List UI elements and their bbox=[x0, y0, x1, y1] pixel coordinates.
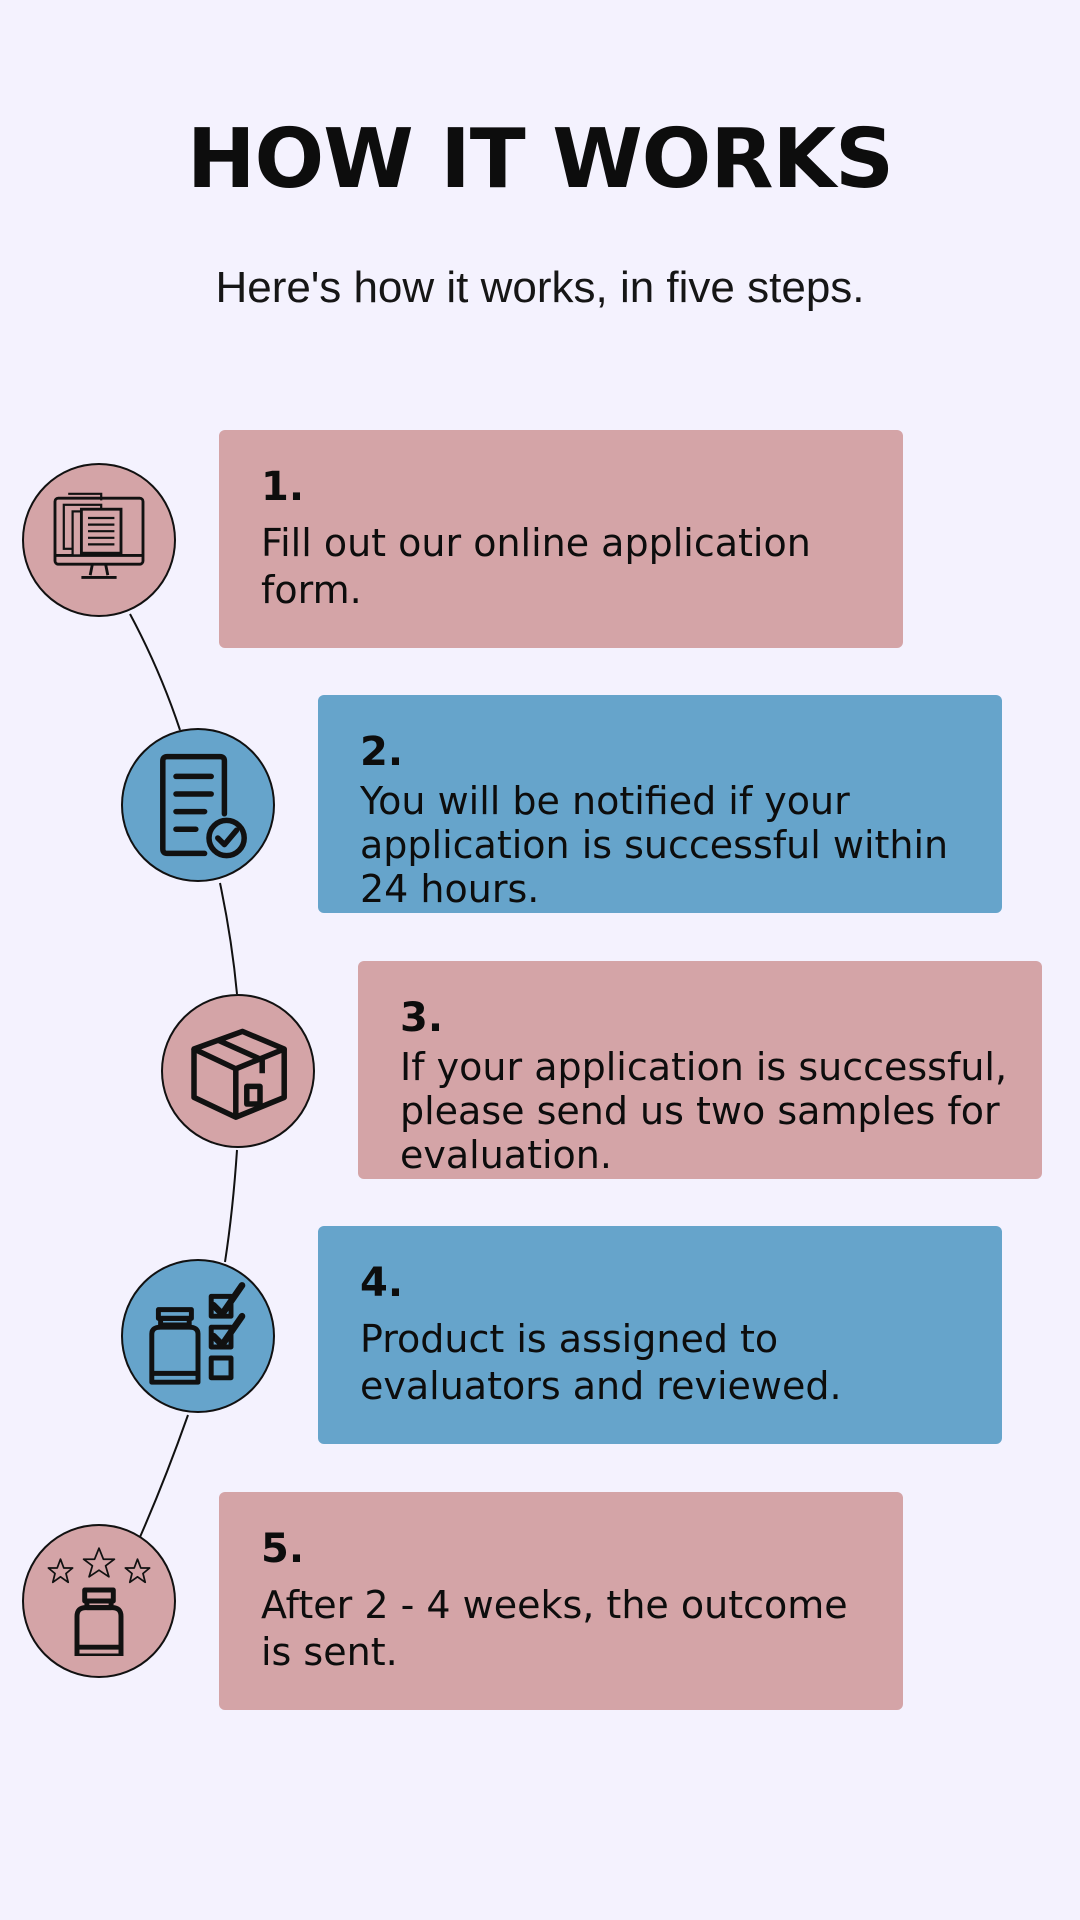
step-4-icon-circle bbox=[121, 1259, 275, 1413]
step-5-card: 5. After 2 - 4 weeks, the outcome is sen… bbox=[219, 1492, 903, 1710]
step-5-icon-circle bbox=[22, 1524, 176, 1678]
step-3-icon-circle bbox=[161, 994, 315, 1148]
page-title: HOW IT WORKS bbox=[186, 112, 894, 207]
monitor-documents-icon bbox=[53, 492, 145, 579]
step-2-icon-circle bbox=[121, 728, 275, 882]
step-4-text: Product is assigned to evaluators and re… bbox=[360, 1317, 842, 1408]
step-1-number: 1. bbox=[261, 464, 305, 510]
step-1-icon-circle bbox=[22, 463, 176, 617]
step-2-number: 2. bbox=[360, 729, 404, 775]
step-1-card: 1. Fill out our online application form. bbox=[219, 430, 903, 648]
step-2-card: 2. You will be notified if your applicat… bbox=[318, 695, 1002, 913]
step-1-text: Fill out our online application form. bbox=[261, 521, 811, 612]
step-5-number: 5. bbox=[261, 1526, 305, 1572]
step-5-text: After 2 - 4 weeks, the outcome is sent. bbox=[261, 1583, 848, 1674]
step-3-text: If your application is successful, pleas… bbox=[400, 1045, 1008, 1177]
bottle-stars-icon bbox=[47, 1547, 151, 1656]
package-box-icon bbox=[191, 1028, 287, 1120]
bottle-checklist-icon bbox=[149, 1282, 246, 1385]
step-3-number: 3. bbox=[400, 995, 444, 1041]
step-2-text: You will be notified if your application… bbox=[360, 779, 949, 911]
step-3-card: 3. If your application is successful, pl… bbox=[358, 961, 1042, 1179]
document-checkmark-icon bbox=[160, 753, 247, 859]
page-subtitle: Here's how it works, in five steps. bbox=[215, 263, 865, 312]
step-4-card: 4. Product is assigned to evaluators and… bbox=[318, 1226, 1002, 1444]
step-4-number: 4. bbox=[360, 1260, 404, 1306]
